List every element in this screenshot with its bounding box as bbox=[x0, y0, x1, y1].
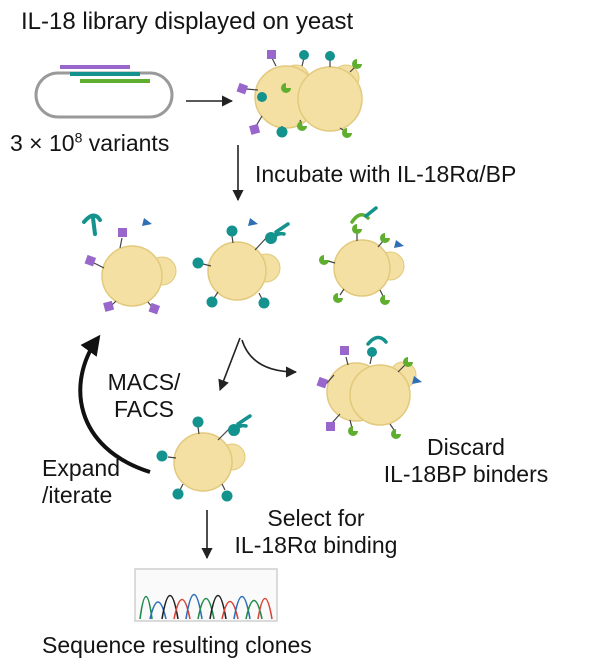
library-count-exponent: 8 bbox=[74, 129, 83, 146]
yeast-cell-icon bbox=[173, 432, 233, 492]
yeast-library-cells bbox=[236, 50, 363, 138]
discard-step-line1: Discard bbox=[427, 434, 505, 460]
selected-yeast-cell bbox=[156, 414, 252, 502]
sequence-step-label: Sequence resulting clones bbox=[42, 632, 312, 658]
il18bp-triangle-icon bbox=[142, 218, 152, 226]
select-step-line2: IL-18Rα binding bbox=[234, 532, 398, 558]
yeast-cell-teal-binders bbox=[192, 218, 290, 309]
library-count-label: 3 × 108 variants bbox=[10, 130, 169, 157]
discard-yeast-cells bbox=[316, 335, 422, 439]
arrow-to-discard bbox=[241, 339, 298, 378]
yeast-cell-purple-variants bbox=[82, 213, 177, 315]
yeast-cell-icon bbox=[297, 66, 363, 132]
expand-step-line2: /iterate bbox=[42, 482, 113, 508]
il18ra-binder-icon bbox=[82, 213, 102, 224]
yeast-cell-icon bbox=[101, 245, 163, 307]
sort-step-line2: FACS bbox=[113, 396, 175, 422]
arrow-to-selected-cell bbox=[218, 337, 241, 392]
select-step-line1: Select for bbox=[267, 505, 365, 531]
sort-step-label: MACS/ FACS bbox=[98, 369, 190, 423]
sequencing-chromatogram-icon bbox=[134, 568, 278, 622]
library-count-suffix: variants bbox=[82, 130, 170, 156]
sort-step-line1: MACS/ bbox=[107, 369, 181, 395]
plasmid-icon bbox=[34, 65, 174, 119]
expand-step-label: Expand /iterate bbox=[42, 455, 120, 509]
yeast-cell-green-binders bbox=[319, 206, 405, 305]
expand-iterate-arrow bbox=[78, 334, 151, 474]
diagram-title: IL-18 library displayed on yeast bbox=[21, 8, 354, 35]
yeast-cell-icon bbox=[207, 241, 267, 301]
incubate-step-label: Incubate with IL-18Rα/BP bbox=[255, 161, 517, 187]
expand-step-line1: Expand bbox=[42, 455, 121, 481]
discard-step-label: Discard IL-18BP binders bbox=[356, 434, 576, 488]
yeast-cell-icon bbox=[349, 364, 411, 426]
yeast-cell-icon bbox=[333, 239, 391, 297]
discard-step-line2: IL-18BP binders bbox=[383, 461, 549, 487]
library-count-prefix: 3 × 10 bbox=[10, 130, 75, 156]
select-step-label: Select for IL-18Rα binding bbox=[216, 505, 416, 559]
